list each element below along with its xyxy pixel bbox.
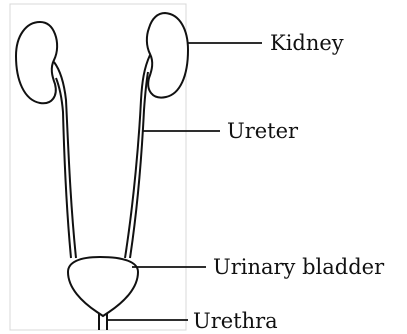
urethra-label: Urethra: [193, 309, 278, 333]
urinary-bladder-label: Urinary bladder: [213, 255, 385, 279]
urinary-bladder: [68, 257, 138, 316]
right-kidney: [147, 13, 188, 98]
left-kidney: [16, 22, 57, 103]
right-ureter-inner-wall: [130, 72, 148, 258]
kidney-label: Kidney: [270, 31, 344, 55]
ureter-label: Ureter: [227, 119, 299, 143]
